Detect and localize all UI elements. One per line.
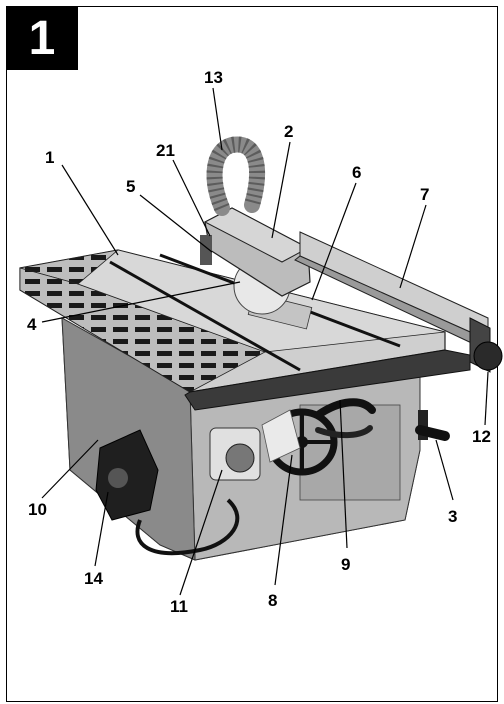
callout-3: 3: [448, 507, 457, 526]
callout-10: 10: [28, 500, 47, 519]
callout-4: 4: [27, 315, 37, 334]
callout-11: 11: [170, 597, 188, 616]
callout-1: 1: [45, 148, 54, 167]
callout-12: 12: [472, 427, 491, 446]
extraction-hose: [206, 136, 266, 216]
callout-2: 2: [284, 122, 293, 141]
callout-8: 8: [268, 591, 277, 610]
angle-lock-lever: [314, 398, 376, 438]
callout-21: 21: [156, 141, 175, 160]
callout-labels: 1 2 3 4 5 6 7 8 9 10 11 12 13 14 21: [27, 68, 491, 616]
on-off-switch: [209, 427, 261, 481]
callout-14: 14: [84, 569, 103, 588]
callout-6: 6: [352, 163, 361, 182]
fence-lock-knob: [473, 341, 503, 371]
callout-lines: [41, 87, 489, 596]
callout-7: 7: [420, 185, 429, 204]
page-number-badge: 1: [6, 6, 78, 70]
callout-13: 13: [204, 68, 223, 87]
blade-guard: [200, 207, 311, 297]
callout-9: 9: [341, 555, 350, 574]
page-number: 1: [28, 11, 56, 65]
side-handle: [415, 410, 450, 441]
callout-5: 5: [126, 177, 135, 196]
height-handwheel: [261, 408, 338, 476]
motor-housing: [95, 429, 240, 556]
